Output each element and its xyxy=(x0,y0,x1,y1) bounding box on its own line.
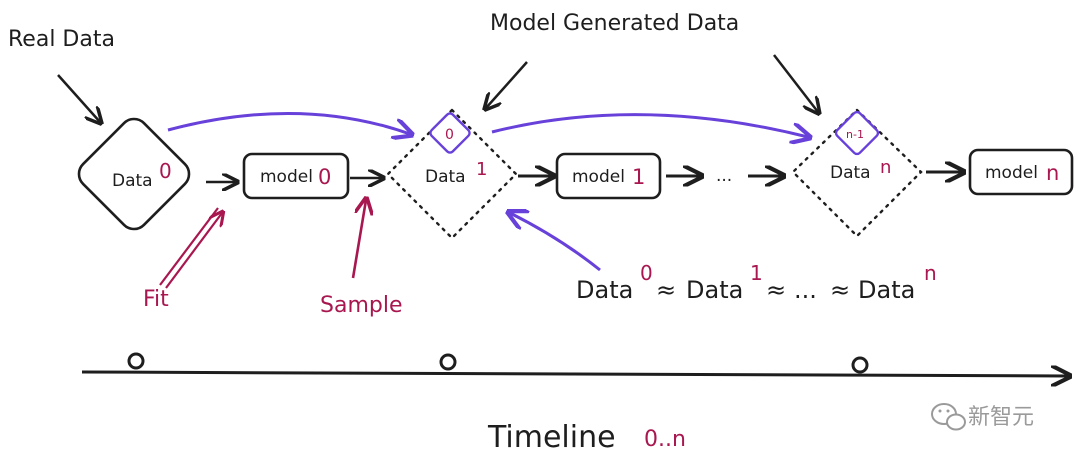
modeln-index: n xyxy=(1046,161,1059,185)
fit-arrow-line-a xyxy=(159,207,219,286)
data1-label: Data xyxy=(425,167,466,187)
equation: Data 0 ≈ Data 1 ≈ ... ≈ Data n xyxy=(576,261,937,304)
eq-approx-2: ≈ xyxy=(766,276,786,304)
model1-label: model xyxy=(572,167,625,187)
fit-arrow-line-b xyxy=(165,213,222,289)
data1-badge: 0 xyxy=(445,127,454,143)
watermark-text: 新智元 xyxy=(968,405,1034,430)
model0-index: 0 xyxy=(318,165,331,189)
modeln-label: model xyxy=(985,163,1038,183)
datan-superscript: n xyxy=(880,157,891,178)
wechat-icon xyxy=(931,403,966,431)
eq-approx-1: ≈ xyxy=(656,276,676,304)
sample-arrow xyxy=(351,200,366,279)
datan-badge: n-1 xyxy=(846,128,864,141)
eq-sup-1: 0 xyxy=(640,261,653,285)
node-data1: Data 1 0 xyxy=(386,108,518,240)
purple-arrow-badge0-to-badgen xyxy=(491,113,808,137)
timeline-axis xyxy=(81,372,1068,376)
real-data-pointer-arrow xyxy=(57,74,100,122)
real-data-label: Real Data xyxy=(8,27,115,52)
timeline-marker-1 xyxy=(439,353,457,371)
node-datan: Data n n-1 xyxy=(791,108,923,238)
eq-ellipsis: ... xyxy=(794,276,817,304)
timeline-range: 0..n xyxy=(644,427,686,452)
node-model0: model 0 xyxy=(242,152,350,200)
data0-superscript: 0 xyxy=(159,159,172,183)
eq-term-2: Data xyxy=(686,276,743,304)
node-modeln: model n xyxy=(968,148,1074,196)
timeline-marker-0 xyxy=(127,352,145,370)
generated-data-pointer-arrow-n xyxy=(773,54,818,112)
generated-data-pointer-arrow-1 xyxy=(486,61,528,108)
eq-approx-3: ≈ xyxy=(830,276,850,304)
timeline-marker-n xyxy=(851,356,869,374)
data1-superscript: 1 xyxy=(476,159,487,180)
eq-sup-2: 1 xyxy=(750,261,763,285)
model-generated-data-label: Model Generated Data xyxy=(490,11,739,36)
model0-label: model xyxy=(260,167,313,187)
eq-term-1: Data xyxy=(576,276,633,304)
node-data0: Data 0 xyxy=(77,117,191,231)
chain-ellipsis: ... xyxy=(716,166,732,186)
eq-term-3: Data xyxy=(858,276,915,304)
timeline-label: Timeline xyxy=(487,420,616,455)
model1-index: 1 xyxy=(632,165,645,189)
node-model1: model 1 xyxy=(555,152,662,200)
eq-sup-3: n xyxy=(924,261,937,285)
purple-arrow-data0-to-badge0 xyxy=(167,112,410,134)
data0-label: Data xyxy=(112,171,153,191)
purple-arrow-equation-to-data1 xyxy=(510,213,601,272)
fit-label: Fit xyxy=(143,287,169,312)
datan-label: Data xyxy=(830,163,871,183)
sample-label: Sample xyxy=(320,293,403,318)
